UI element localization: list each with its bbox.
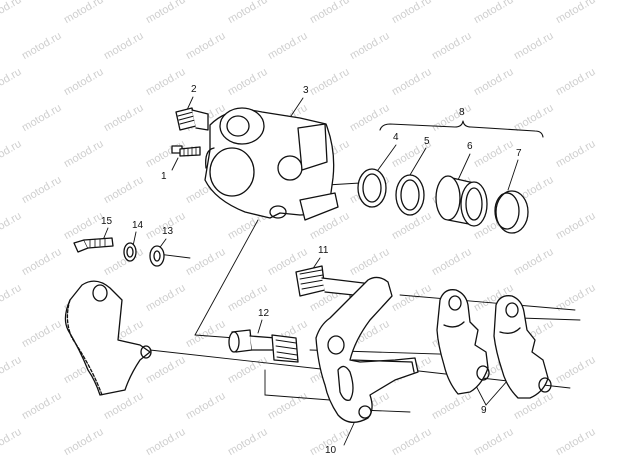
brake-pad-outer-2 [493,295,552,399]
caliper-bracket [315,276,419,423]
callout-13: 13 [162,226,174,237]
callout-10: 10 [325,445,337,456]
callout-9: 9 [481,405,487,416]
callout-1: 1 [161,171,167,182]
bleeder-valve [175,107,209,131]
callout-6: 6 [467,141,473,152]
brake-pad-inner [64,280,152,396]
washer-14 [123,242,137,262]
piston-cap-7 [494,190,529,234]
nut-13 [149,245,165,267]
bolt-15 [73,237,114,253]
callout-5: 5 [424,136,430,147]
caliper-body [204,107,339,221]
callout-7: 7 [516,148,522,159]
callout-3: 3 [303,85,309,96]
callout-2: 2 [191,84,197,95]
callout-15: 15 [101,216,113,227]
callout-14: 14 [132,220,144,231]
slide-pin-12 [228,329,299,363]
callout-11: 11 [318,245,329,256]
callout-8: 8 [459,107,465,118]
brake-pad-outer-1 [436,289,490,395]
callout-12: 12 [258,308,270,319]
small-screw [171,145,201,157]
callout-4: 4 [393,132,399,143]
group-bracket-8 [379,120,544,138]
piston-6 [435,175,488,227]
piston-seal-5 [395,174,425,216]
piston-seal-4 [357,168,387,208]
